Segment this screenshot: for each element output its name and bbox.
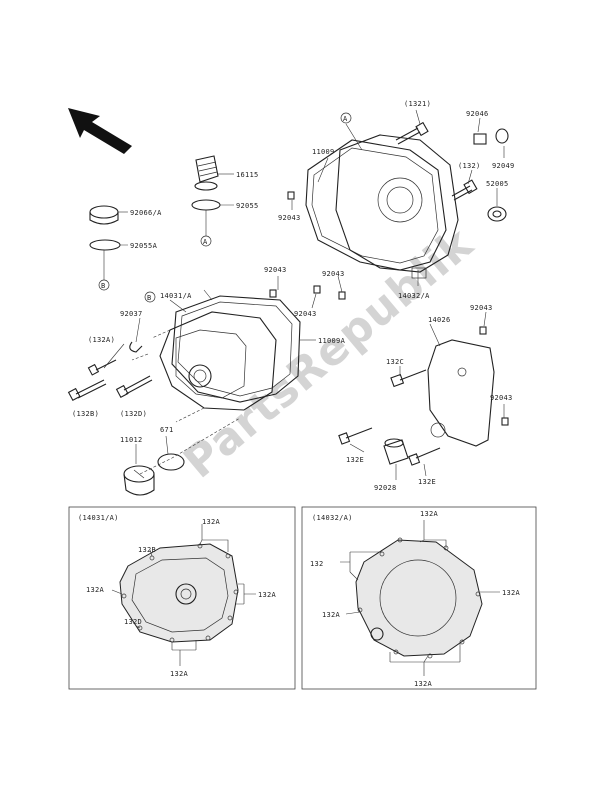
bolt-1321 [395, 121, 429, 145]
svg-text:132A: 132A [414, 680, 433, 688]
reference-marker-b-top: B [144, 291, 156, 303]
label-92043-d: 92043 [294, 310, 317, 318]
label-92055a: 92055A [130, 242, 158, 250]
svg-text:132A: 132A [502, 589, 521, 597]
bolts-sprocket-cover [338, 369, 441, 466]
svg-text:132A: 132A [420, 510, 439, 518]
o-ring-671 [157, 453, 185, 471]
dowel-pins [269, 191, 509, 426]
label-92046: 92046 [466, 110, 489, 118]
label-132: (132) [458, 162, 481, 170]
collar-92028 [383, 438, 409, 465]
clamp-92037 [129, 341, 143, 353]
label-14026: 14026 [428, 316, 451, 324]
part-callout-labels: (1321) 92046 11009 (132) 92049 16115 520… [72, 100, 515, 492]
svg-text:A: A [343, 115, 348, 123]
svg-text:132A: 132A [258, 591, 277, 599]
inset-right-14032a: (14032/A) 132A 132 132A 132A 132A [301, 506, 537, 690]
plug-92066a [89, 205, 121, 251]
reference-marker-b-left: B [98, 279, 110, 291]
svg-text:132: 132 [310, 560, 324, 568]
label-1321: (1321) [404, 100, 431, 108]
front-direction-arrow-icon [68, 108, 132, 154]
reference-marker-a-top: A [340, 112, 352, 124]
label-92028: 92028 [374, 484, 397, 492]
svg-text:132B: 132B [138, 546, 156, 554]
label-52005: 52005 [486, 180, 509, 188]
cap-11012 [123, 465, 155, 496]
label-132e-b: 132E [418, 478, 436, 486]
generator-cover-14031a [159, 311, 277, 411]
clutch-cover-gasket-11009 [305, 134, 459, 279]
inset-left-14031a: (14031/A) 132A 132B 132A 132A 132D 132A [68, 506, 296, 690]
plug-92046 [473, 128, 509, 145]
svg-text:(14031/A): (14031/A) [78, 514, 119, 522]
label-14032a: 14032/A [398, 292, 430, 300]
leader-lines [103, 109, 505, 480]
svg-text:132D: 132D [124, 618, 142, 626]
label-92066a: 92066/A [130, 209, 162, 217]
label-92043-b: 92043 [264, 266, 287, 274]
svg-text:132A: 132A [86, 586, 105, 594]
label-14031a: 14031/A [160, 292, 192, 300]
label-92043-c: 92043 [322, 270, 345, 278]
svg-text:132A: 132A [170, 670, 189, 678]
oil-seal-52005 [487, 206, 507, 222]
label-132a-paren: (132A) [88, 336, 115, 344]
label-132b-paren: (132B) [72, 410, 99, 418]
oil-filler-cap-16115 [191, 155, 221, 211]
label-16115: 16115 [236, 171, 259, 179]
label-11009a: 11009A [318, 337, 346, 345]
bolt-132 [451, 179, 478, 201]
label-671: 671 [160, 426, 174, 434]
bolts-left-cover [67, 359, 153, 402]
svg-text:132A: 132A [322, 611, 341, 619]
svg-text:(14032/A): (14032/A) [312, 514, 353, 522]
watermark-text: PartsRepublik [174, 217, 483, 488]
sprocket-cover-14026 [427, 339, 495, 447]
svg-text:A: A [203, 238, 208, 246]
label-92043-f: 92043 [490, 394, 513, 402]
label-92043-e: 92043 [470, 304, 493, 312]
reference-marker-a-bottom: A [200, 235, 212, 247]
label-92049: 92049 [492, 162, 515, 170]
svg-text:B: B [101, 282, 106, 290]
label-11009: 11009 [312, 148, 335, 156]
label-11012: 11012 [120, 436, 143, 444]
label-92055: 92055 [236, 202, 259, 210]
label-132d-paren: (132D) [120, 410, 147, 418]
label-132e-a: 132E [346, 456, 364, 464]
svg-text:B: B [147, 294, 152, 302]
label-92043-a: 92043 [278, 214, 301, 222]
label-92037: 92037 [120, 310, 143, 318]
generator-cover-gasket-11009a [171, 295, 301, 403]
label-132c: 132C [386, 358, 404, 366]
svg-text:132A: 132A [202, 518, 221, 526]
